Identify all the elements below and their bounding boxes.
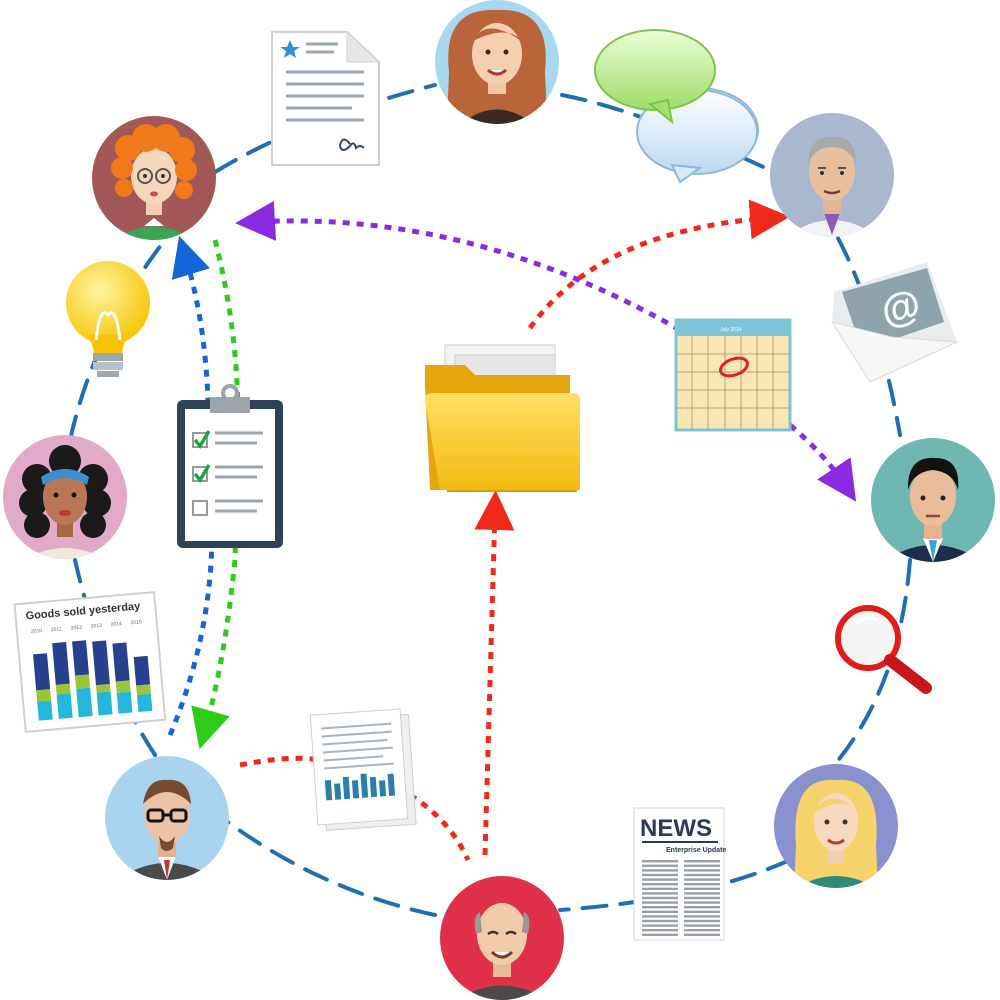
chart-card-bars: [33, 640, 153, 721]
news-text-line: [684, 933, 720, 936]
link-bottom-left: [223, 818, 437, 917]
chart-card-bar-segment: [96, 691, 113, 716]
chart-card-bar-segment: [136, 684, 151, 695]
chart-card-bar-segment: [136, 693, 153, 712]
chart-card-bar-segment: [52, 642, 70, 685]
news-text-line: [684, 873, 720, 877]
news-text-line: [642, 864, 678, 867]
chart-card-bar-segment: [112, 642, 130, 682]
chart-card-bar-segment: [76, 687, 93, 718]
news-text-line: [684, 924, 720, 927]
avatar-bald-man: [440, 876, 564, 1000]
email-icon: @: [830, 262, 959, 383]
link-top-left: [213, 83, 437, 174]
news-text-line: [684, 864, 720, 867]
calendar-month-label: July 2014: [720, 327, 742, 333]
news-text-line: [684, 860, 720, 863]
news-text-line: [684, 906, 720, 909]
news-text-line: [642, 869, 678, 872]
link-left-lower: [73, 558, 157, 757]
news-text-columns: [642, 860, 720, 936]
link-left-upper: [68, 238, 167, 442]
arrow-bald-man-to-folder: [474, 490, 515, 856]
news-text-line: [642, 896, 678, 900]
arrow-calendar-to-curly-woman: [235, 200, 682, 333]
news-text-line: [684, 883, 720, 886]
news-text-line: [642, 919, 678, 923]
news-text-line: [642, 910, 678, 913]
news-text-line: [684, 901, 720, 904]
chart-card-bar-segment: [75, 674, 91, 689]
news-text-line: [684, 887, 720, 890]
report-icon: [309, 708, 417, 831]
chart-card-year: 2012: [71, 625, 83, 632]
news-text-line: [642, 906, 678, 909]
speech-bubbles-icon: [594, 29, 759, 184]
news-text-line: [684, 929, 720, 932]
news-text-line: [684, 910, 720, 913]
avatar-top-woman: [435, 0, 559, 124]
news-text-line: [642, 887, 678, 890]
clipboard-icon: [177, 384, 283, 548]
magnifier-icon: [835, 605, 932, 694]
chart-card-bar-segment: [115, 680, 131, 693]
arrow-curly-woman-to-glasses-man: [191, 239, 241, 750]
arrow-glasses-man-report: [239, 755, 321, 768]
news-text-line: [642, 860, 678, 863]
chart-card-bar-segment: [56, 693, 73, 719]
chart-card-year: 2013: [91, 623, 103, 630]
chart-card-bar-segment: [55, 683, 71, 695]
chart-card-bar-segment: [116, 691, 133, 714]
news-text-line: [642, 929, 678, 932]
avatar-glasses-bearded-man: [105, 756, 229, 880]
chart-card-year: 2011: [51, 626, 62, 633]
news-text-line: [642, 901, 678, 904]
lightbulb-icon: [66, 261, 150, 377]
news-text-line: [684, 919, 720, 923]
link-bottom-right: [558, 858, 792, 912]
news-subheading: Enterprise Update: [666, 847, 726, 854]
news-text-line: [642, 873, 678, 877]
avatar-blonde-woman: [774, 764, 898, 888]
document-icon: [271, 30, 381, 166]
avatar-headband-woman: [3, 435, 127, 559]
chart-card-bar-segment: [133, 655, 151, 686]
folder-icon: [425, 344, 581, 492]
chart-card-year: 2014: [111, 621, 123, 628]
avatar-gray-haired-man: [770, 113, 894, 237]
chart-card-bar-segment: [36, 689, 52, 702]
arrow-folder-to-gray-man: [527, 199, 790, 330]
chart-card-bar-segment: [37, 700, 53, 721]
newspaper-icon: NEWS Enterprise Update: [633, 807, 726, 941]
avatar-businessman: [871, 438, 995, 562]
arrow-calendar-to-businessman: [788, 423, 857, 502]
link-right-lower: [828, 558, 912, 772]
news-text-line: [642, 915, 678, 918]
news-text-line: [642, 892, 678, 895]
chart-card-bar-segment: [33, 653, 51, 691]
news-text-line: [684, 869, 720, 872]
avatar-curly-redhead-woman: [92, 116, 216, 240]
news-text-line: [684, 915, 720, 918]
chart-card-year: 2010: [31, 628, 43, 635]
news-text-line: [642, 883, 678, 886]
chart-card-bar-segment: [95, 683, 111, 693]
news-text-line: [642, 924, 678, 927]
chart-card-year: 2015: [130, 619, 142, 626]
news-headline: NEWS: [640, 815, 712, 842]
news-text-line: [684, 896, 720, 900]
news-text-line: [684, 878, 720, 881]
arrow-report-bald-man: [408, 792, 471, 862]
news-text-line: [642, 878, 678, 881]
calendar-icon: July 2014: [674, 318, 792, 432]
news-text-line: [684, 892, 720, 895]
chart-card-bar-segment: [72, 640, 89, 676]
chart-card-bar-segment: [92, 640, 110, 686]
bar-chart-icon: Goods sold yesterday 2010 2011 2012 2013…: [13, 591, 167, 733]
news-text-line: [642, 933, 678, 936]
